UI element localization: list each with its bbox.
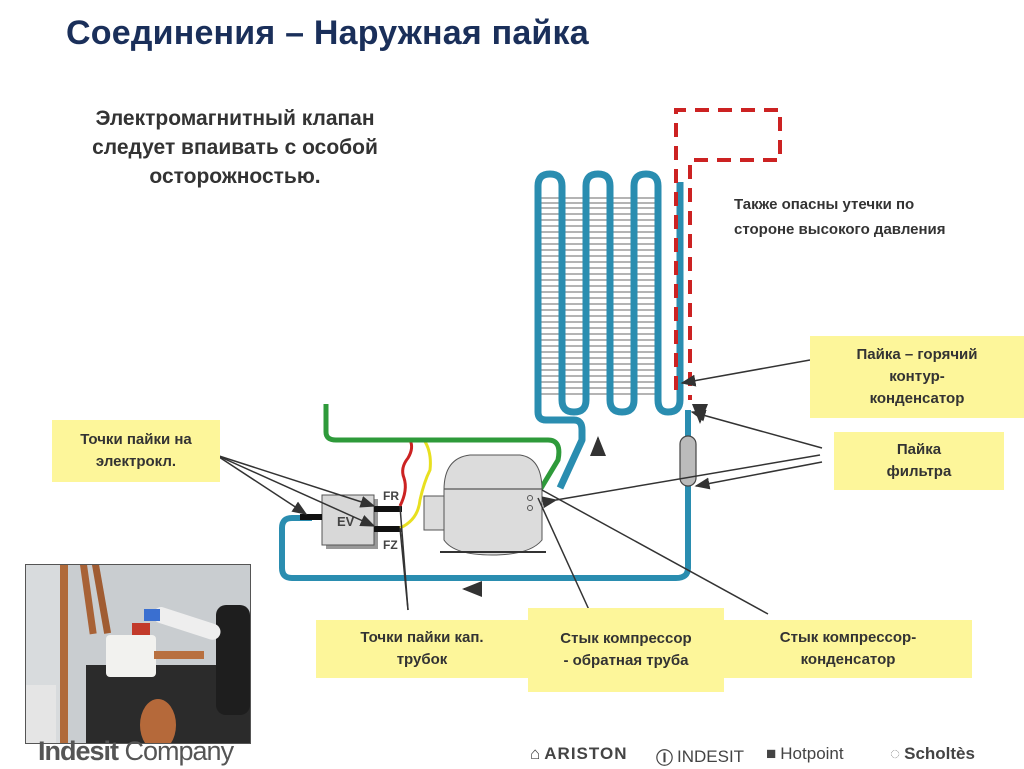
fr-label: FR (383, 489, 399, 503)
liquid-line (279, 410, 691, 581)
ev-label: EV (337, 514, 355, 529)
callout-line: электрокл. (95, 453, 177, 470)
page-title: Соединения – Наружная пайка (66, 14, 589, 52)
condenser-fins (535, 197, 660, 395)
fz-label: FZ (383, 538, 398, 552)
brand-hotpoint: ■ Hotpoint (766, 744, 844, 764)
callout-electrovalve-points: Точки пайки на электрокл. (52, 420, 220, 482)
compressor (423, 454, 546, 556)
intro-line: осторожностью. (149, 165, 321, 188)
hot-loop-dashed (674, 108, 782, 400)
callout-line: Стык компрессор (560, 630, 692, 647)
callout-line: конденсатор (800, 651, 896, 668)
brand-label: Hotpoint (780, 744, 844, 763)
callout-line: Пайка (896, 441, 942, 458)
callout-filter: Пайка фильтра (834, 432, 1004, 490)
brand-scholtes: ◌ Scholtès (890, 744, 975, 764)
callout-line: Точки пайки кап. (360, 629, 484, 646)
intro-text: Электромагнитный клапан следует впаивать… (50, 104, 420, 191)
callout-line: фильтра (886, 463, 952, 480)
callout-line: трубок (396, 651, 448, 668)
high-pressure-note: Также опасны утечки по стороне высокого … (734, 192, 946, 242)
callout-hot-loop-condenser: Пайка – горячий контур- конденсатор (810, 336, 1024, 418)
callout-line: контур- (889, 368, 945, 385)
capillary-yellow (399, 439, 432, 530)
ariston-icon: ⌂ (530, 744, 541, 763)
callout-compressor-return: Стык компрессор - обратная труба (528, 608, 724, 692)
note-line: стороне высокого давления (734, 221, 946, 238)
filter-drier (679, 435, 697, 487)
hotpoint-icon: ■ (766, 744, 777, 763)
callout-line: Стык компрессор- (779, 629, 917, 646)
indesit-icon: Ⓘ (656, 749, 673, 768)
brand-indesit: Ⓘ INDESIT (656, 744, 744, 769)
intro-line: Электромагнитный клапан (95, 107, 375, 130)
leader-lines (215, 359, 823, 615)
photo-illustration (26, 565, 250, 743)
brand-label: INDESIT (677, 746, 745, 766)
capillary-red (398, 439, 414, 507)
callout-capillary-points: Точки пайки кап. трубок (316, 620, 528, 678)
callout-line: Пайка – горячий (856, 346, 978, 363)
suction-line-green (323, 404, 562, 492)
callout-line: - обратная труба (563, 652, 689, 669)
logo-bold: Indesit (38, 736, 119, 766)
callout-compressor-condenser: Стык компрессор- конденсатор (724, 620, 972, 678)
note-line: Также опасны утечки по (734, 196, 915, 213)
electrovalve-photo (25, 564, 251, 744)
brand-ariston: ⌂ ARISTON (530, 744, 627, 764)
callout-line: Точки пайки на (80, 431, 192, 448)
scholtes-icon: ◌ (890, 744, 901, 763)
logo-light: Company (118, 736, 235, 766)
callout-line: конденсатор (869, 390, 965, 407)
brand-label: ARISTON (544, 744, 628, 763)
brand-label: Scholtès (904, 744, 975, 763)
intro-line: следует впаивать с особой (92, 136, 378, 159)
condenser-coil (534, 170, 684, 490)
indesit-company-logo: Indesit Company (38, 736, 235, 767)
